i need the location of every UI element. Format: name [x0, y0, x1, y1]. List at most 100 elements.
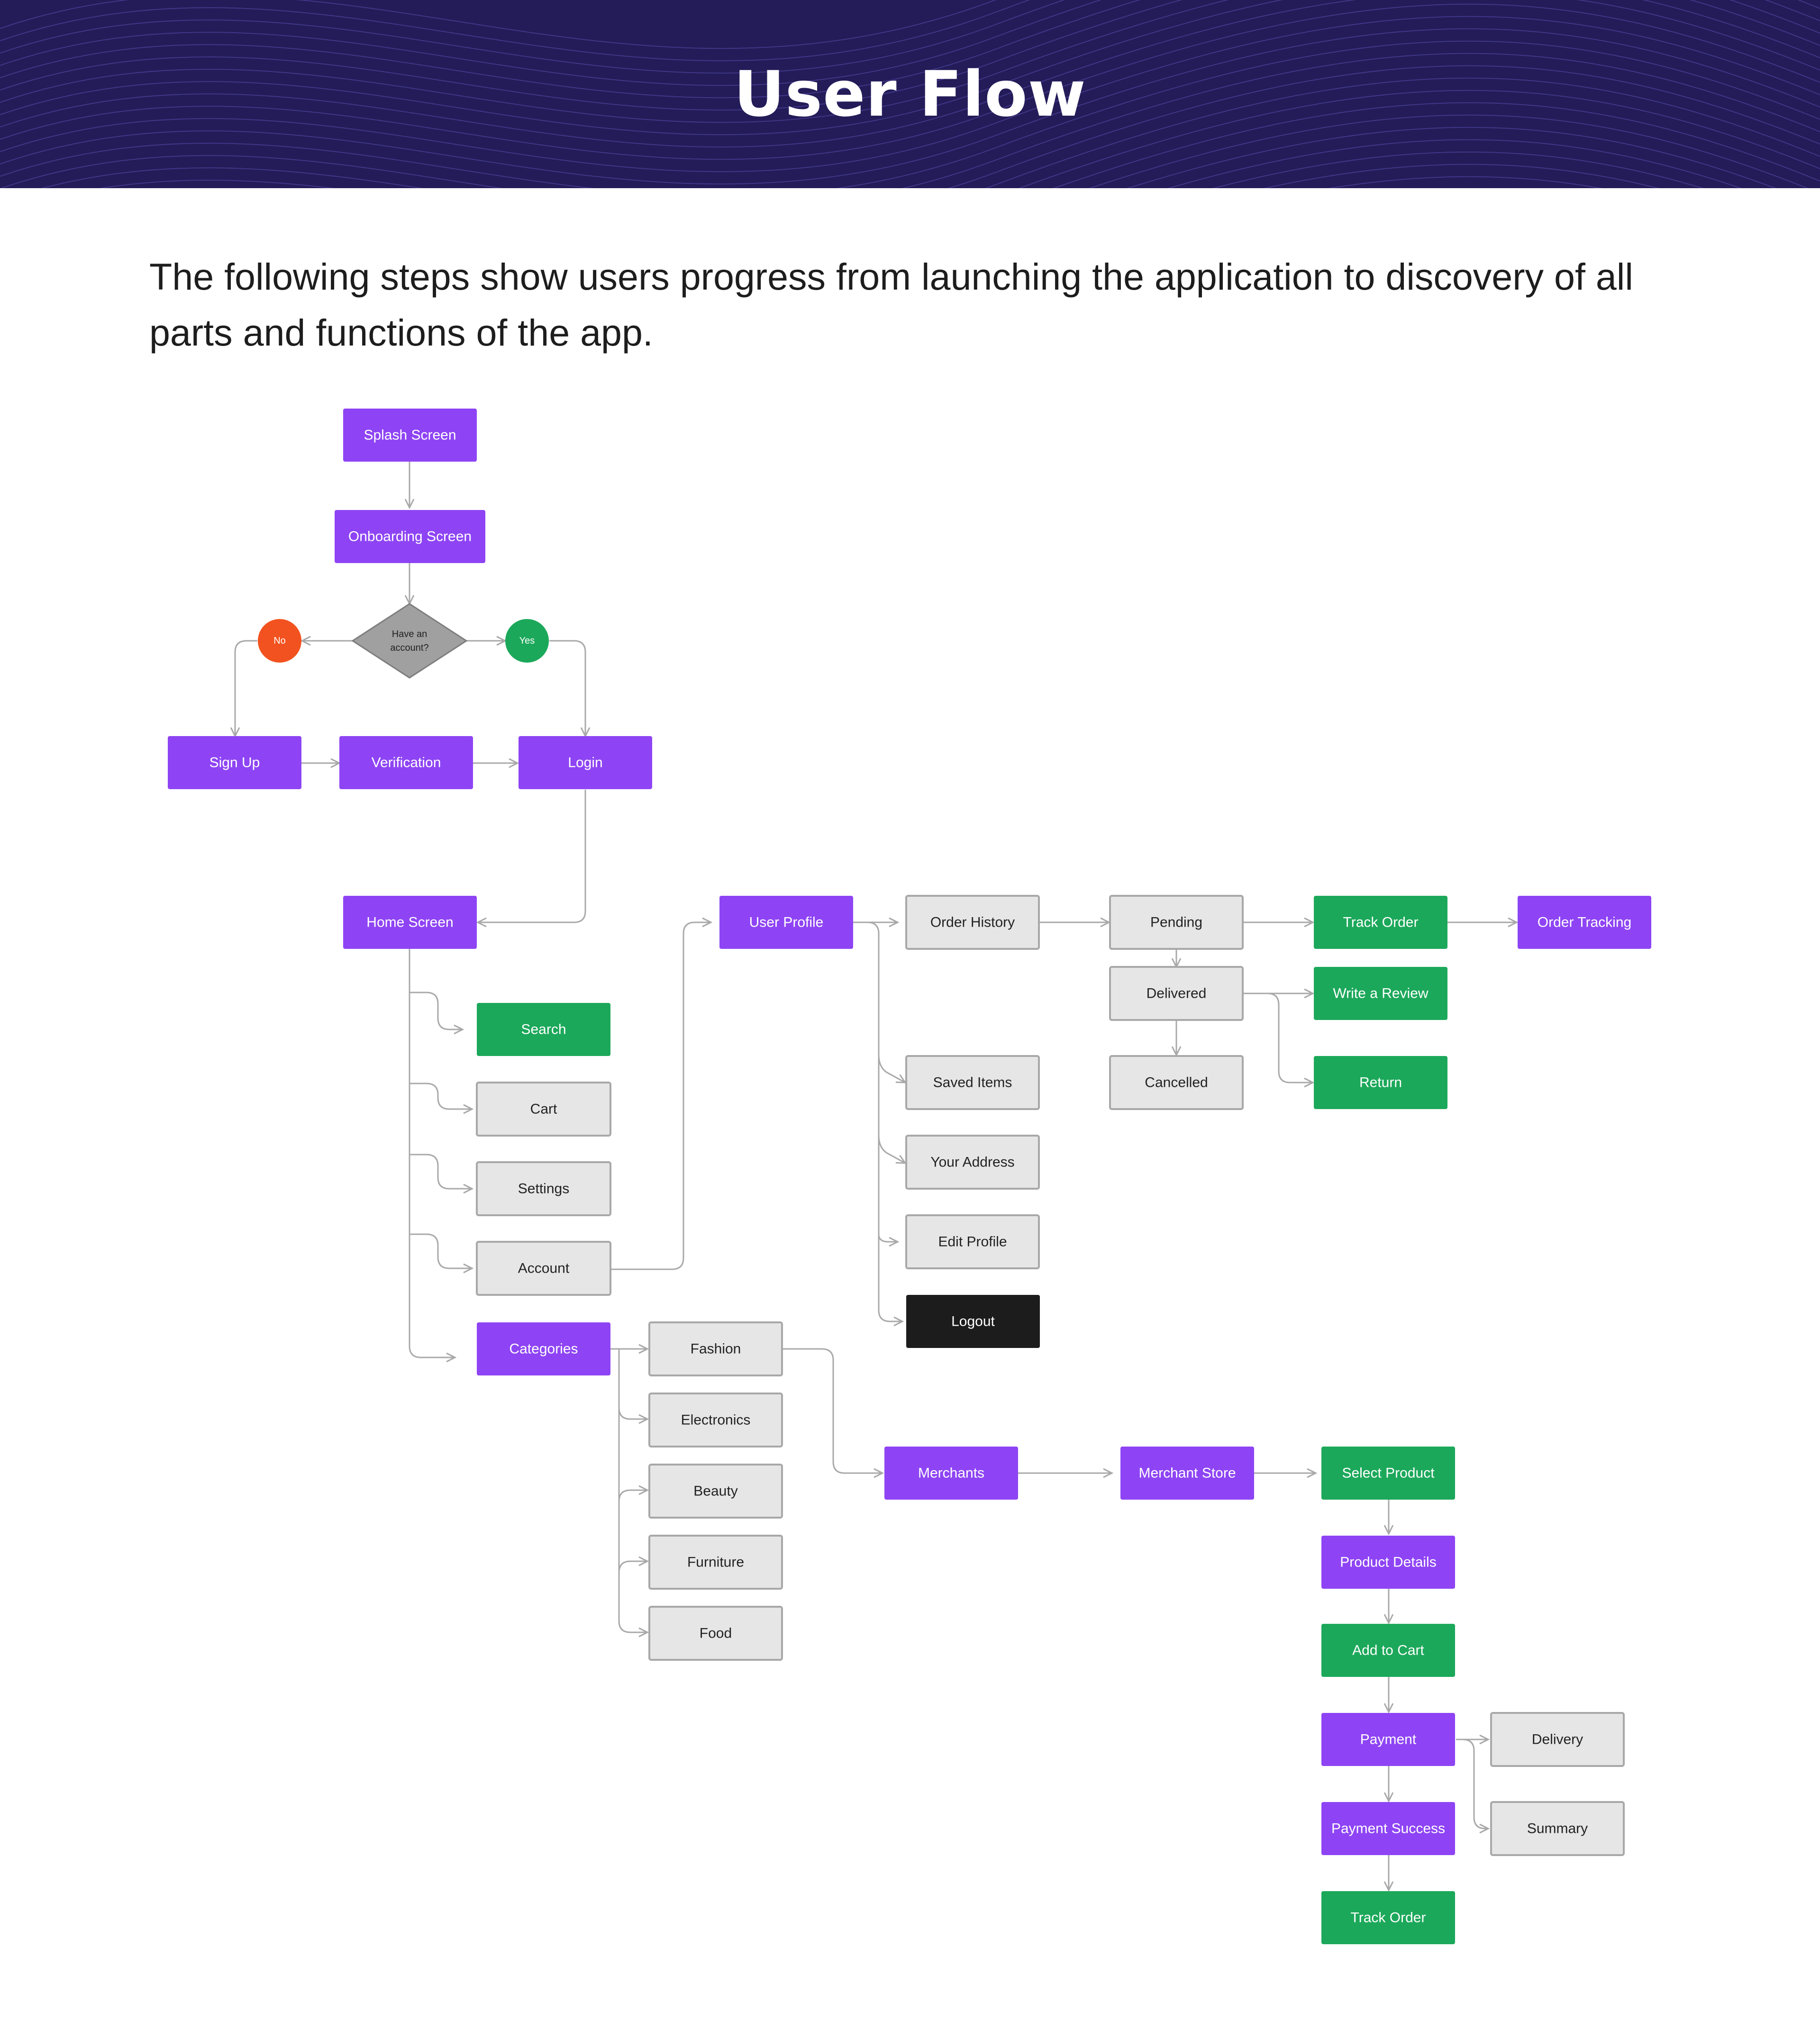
- wave-line: [1327, 176, 1603, 188]
- login-label: Login: [568, 755, 602, 771]
- wave-line: [0, 0, 1820, 148]
- electronics-label: Electronics: [681, 1412, 751, 1428]
- onboarding-label: Onboarding Screen: [348, 529, 472, 545]
- node-edit-profile: Edit Profile: [905, 1214, 1040, 1269]
- node-payment-success: Payment Success: [1321, 1802, 1455, 1855]
- node-furniture: Furniture: [648, 1535, 783, 1590]
- decision-no-circle: No: [258, 619, 301, 663]
- wave-line: [1263, 164, 1660, 188]
- connector-categories-furniture: [618, 1556, 649, 1573]
- connectors: [230, 462, 1519, 1892]
- node-cancelled: Cancelled: [1109, 1055, 1244, 1110]
- wave-line: [0, 3, 1820, 160]
- connector-categories-trunk: [618, 1349, 649, 1638]
- node-saved-items: Saved Items: [905, 1055, 1040, 1110]
- return-label: Return: [1359, 1075, 1402, 1091]
- connector-home-cart: [410, 1083, 474, 1114]
- decision-yes-label: Yes: [519, 636, 535, 646]
- connector-no-signup: [230, 640, 257, 738]
- connector-profile-editprofile: [878, 1234, 900, 1247]
- node-verification: Verification: [339, 736, 473, 789]
- wave-line: [40, 65, 1820, 188]
- wave-line: [0, 28, 1820, 185]
- connector-account-profile: [610, 917, 713, 1270]
- food-label: Food: [700, 1626, 732, 1641]
- furniture-label: Furniture: [687, 1555, 744, 1570]
- node-splash: Splash Screen: [343, 409, 477, 462]
- user-profile-label: User Profile: [749, 915, 824, 930]
- wave-line: [0, 16, 1820, 173]
- delivered-label: Delivered: [1147, 986, 1207, 1001]
- node-return: Return: [1314, 1056, 1447, 1109]
- node-delivery: Delivery: [1490, 1712, 1625, 1767]
- wave-line: [1052, 102, 1820, 188]
- merchants-label: Merchants: [918, 1466, 984, 1481]
- account-label: Account: [518, 1261, 570, 1276]
- node-electronics: Electronics: [648, 1393, 783, 1447]
- wave-line: [1126, 127, 1776, 188]
- payment-label: Payment: [1360, 1732, 1417, 1748]
- node-beauty: Beauty: [648, 1464, 783, 1519]
- splash-label: Splash Screen: [364, 428, 456, 443]
- wave-line: [0, 0, 1065, 74]
- connector-delivered-return: [1244, 992, 1315, 1088]
- connector-home-trunk: [409, 949, 457, 1363]
- node-search: Search: [477, 1003, 610, 1056]
- node-home: Home Screen: [343, 896, 477, 949]
- node-login: Login: [519, 736, 652, 789]
- node-cart: Cart: [476, 1082, 611, 1137]
- wave-line: [1018, 90, 1820, 188]
- signup-label: Sign Up: [209, 755, 260, 771]
- node-merchant-store: Merchant Store: [1120, 1447, 1254, 1500]
- search-label: Search: [521, 1022, 566, 1038]
- product-details-label: Product Details: [1340, 1555, 1436, 1570]
- connector-categories-beauty: [618, 1485, 649, 1502]
- wave-line: [0, 0, 1820, 111]
- wave-pattern: [0, 0, 1820, 188]
- node-settings: Settings: [476, 1161, 611, 1216]
- decision-yes-circle: Yes: [505, 619, 549, 663]
- wave-line: [0, 40, 1820, 188]
- connector-yes-login: [549, 640, 591, 738]
- node-food: Food: [648, 1606, 783, 1661]
- wave-line: [1211, 151, 1704, 188]
- node-order-history: Order History: [905, 895, 1040, 950]
- wave-line: [99, 77, 1820, 188]
- wave-line: [0, 53, 1820, 188]
- node-pending: Pending: [1109, 895, 1244, 950]
- order-tracking-label: Order Tracking: [1538, 915, 1631, 930]
- page-title: User Flow: [734, 57, 1086, 131]
- saved-items-label: Saved Items: [933, 1075, 1012, 1091]
- cancelled-label: Cancelled: [1145, 1075, 1208, 1091]
- connector-payment-summary: [1456, 1739, 1490, 1834]
- node-account: Account: [476, 1241, 611, 1296]
- logout-label: Logout: [951, 1314, 995, 1329]
- connector-home-settings: [410, 1154, 474, 1194]
- node-product-details: Product Details: [1321, 1536, 1455, 1589]
- wave-line: [0, 0, 1820, 136]
- add-to-cart-label: Add to Cart: [1352, 1643, 1424, 1658]
- wave-line: [0, 0, 997, 49]
- decision-no-label: No: [273, 636, 286, 646]
- verification-label: Verification: [372, 755, 441, 771]
- node-track-order-bottom: Track Order: [1321, 1891, 1455, 1944]
- node-categories: Categories: [477, 1322, 610, 1375]
- connector-profile-youraddress: [878, 1135, 907, 1164]
- connector-fashion-merchants: [783, 1348, 884, 1478]
- merchant-store-label: Merchant Store: [1138, 1466, 1236, 1481]
- node-onboarding: Onboarding Screen: [335, 510, 485, 563]
- decision-label-line-1: Have an: [392, 629, 428, 639]
- order-history-label: Order History: [930, 915, 1015, 930]
- payment-success-label: Payment Success: [1331, 1821, 1445, 1837]
- track-order-top-label: Track Order: [1343, 915, 1419, 930]
- wave-line: [1167, 139, 1742, 188]
- connector-login-home: [476, 790, 586, 928]
- select-product-label: Select Product: [1342, 1466, 1435, 1481]
- cart-label: Cart: [530, 1102, 557, 1117]
- connector-home-account: [410, 1233, 474, 1274]
- node-signup: Sign Up: [168, 736, 301, 789]
- wave-line: [0, 0, 1030, 62]
